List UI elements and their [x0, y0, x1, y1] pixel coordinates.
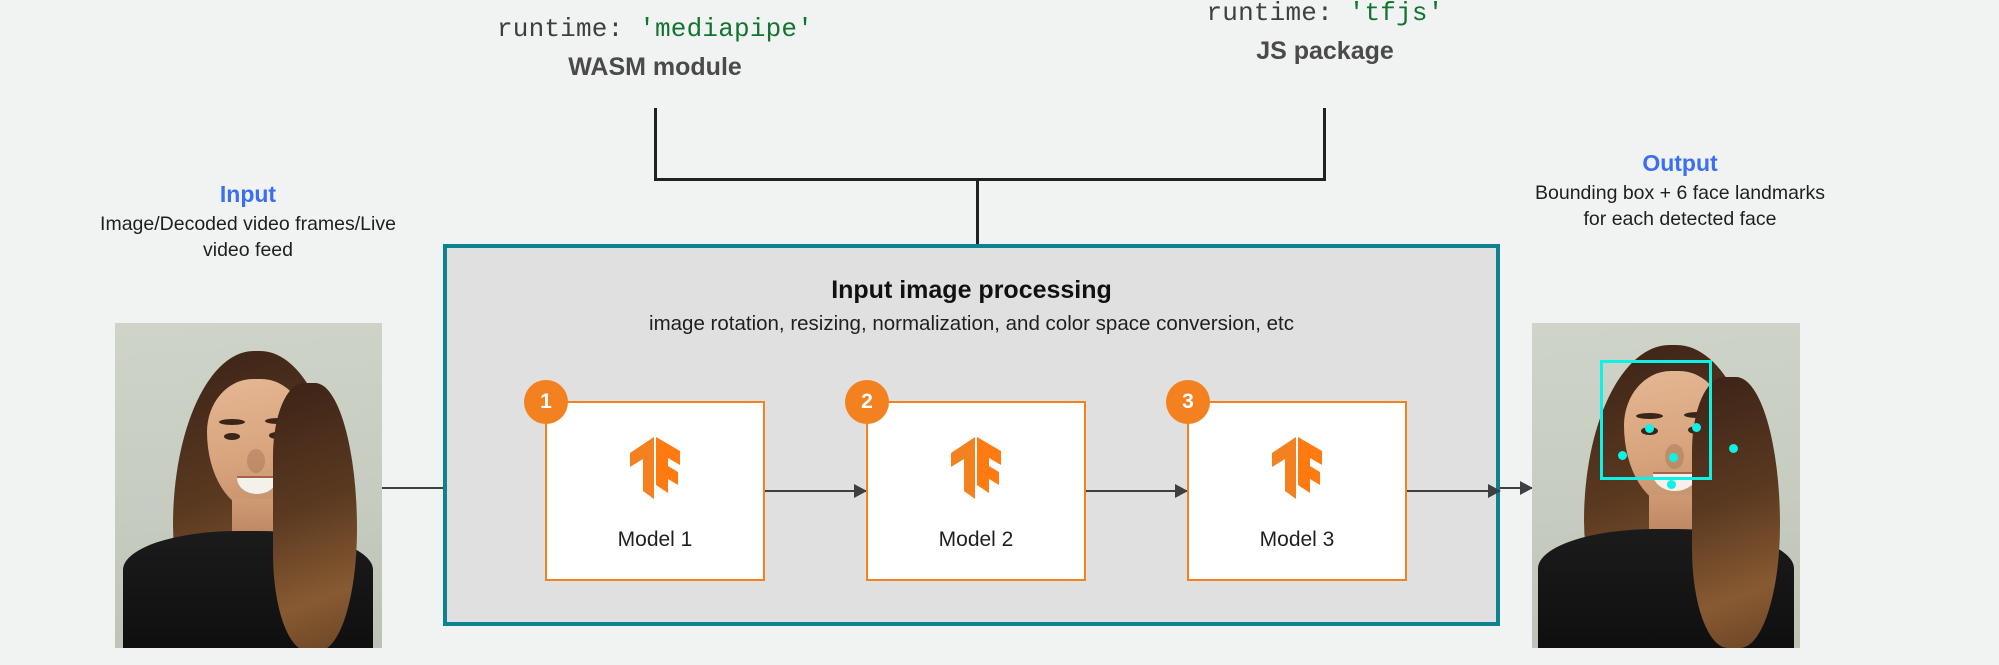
arrow-model1-to-model2: [765, 484, 867, 498]
model-badge-3: 3: [1166, 380, 1210, 424]
runtime-code-mediapipe: runtime: 'mediapipe': [425, 14, 885, 44]
tensorflow-logo-1: [627, 437, 683, 504]
bracket-left-stem: [654, 108, 657, 180]
model-card-3[interactable]: 3 Model 3: [1166, 380, 1407, 581]
model-card-2[interactable]: 2 Model 2: [845, 380, 1086, 581]
runtime-annotation-tfjs: runtime: 'tfjs' JS package: [1095, 0, 1555, 66]
landmark-ear-right: [1729, 444, 1738, 453]
runtime-annotation-mediapipe: runtime: 'mediapipe' WASM module: [425, 14, 885, 82]
bracket-horizontal-bar: [654, 178, 1326, 181]
arrow-model3-to-output: [1407, 484, 1501, 498]
arrow-model2-to-model3: [1086, 484, 1188, 498]
processing-subtitle: image rotation, resizing, normalization,…: [649, 312, 1294, 335]
input-title: Input: [219, 181, 277, 207]
bracket-right-stem: [1323, 108, 1326, 180]
processing-container: Input image processing image rotation, r…: [443, 244, 1501, 626]
output-caption: Output Bounding box + 6 face landmarks f…: [1530, 150, 1830, 232]
model-label-2: Model 2: [938, 528, 1014, 551]
model-card-1[interactable]: 1 Model 1: [524, 380, 765, 581]
landmark-eye-right: [1692, 423, 1701, 432]
landmark-mouth: [1667, 480, 1676, 489]
landmark-nose: [1669, 453, 1678, 462]
model-badge-2: 2: [845, 380, 889, 424]
input-photo: [115, 323, 382, 648]
photo-brow-left: [219, 419, 245, 425]
tensorflow-logo-3: [1269, 437, 1325, 504]
tensorflow-logo-2: [948, 437, 1004, 504]
runtime-title-js-package: JS package: [1256, 37, 1394, 65]
arrow-processing-to-output: [1500, 481, 1533, 495]
input-description: Image/Decoded video frames/Live video fe…: [100, 213, 396, 261]
runtime-key-tfjs: runtime:: [1206, 0, 1333, 28]
runtime-value-mediapipe: 'mediapipe': [639, 14, 814, 44]
output-title: Output: [1642, 150, 1718, 176]
input-caption: Input Image/Decoded video frames/Live vi…: [98, 181, 398, 263]
landmark-eye-left: [1645, 424, 1654, 433]
runtime-title-wasm: WASM module: [568, 53, 742, 81]
model-label-1: Model 1: [617, 528, 693, 551]
face-bounding-box: [1600, 360, 1712, 480]
runtime-code-tfjs: runtime: 'tfjs': [1095, 0, 1555, 28]
model-label-3: Model 3: [1259, 528, 1335, 551]
runtime-value-tfjs: 'tfjs': [1348, 0, 1444, 28]
processing-title: Input image processing: [831, 276, 1112, 304]
bracket-center-stem: [976, 178, 979, 245]
photo-mouth: [237, 478, 277, 494]
photo-nose: [247, 449, 265, 473]
model-badge-1: 1: [524, 380, 568, 424]
photo-eye-left: [224, 433, 240, 440]
output-description: Bounding box + 6 face landmarks for each…: [1535, 182, 1825, 230]
output-photo-hair-strand: [1692, 377, 1780, 648]
runtime-key-mediapipe: runtime:: [496, 14, 624, 44]
photo-hair-strand: [273, 383, 357, 648]
landmark-ear-left: [1618, 451, 1627, 460]
output-photo-brow-left: [1636, 413, 1663, 419]
output-photo: [1532, 323, 1800, 648]
